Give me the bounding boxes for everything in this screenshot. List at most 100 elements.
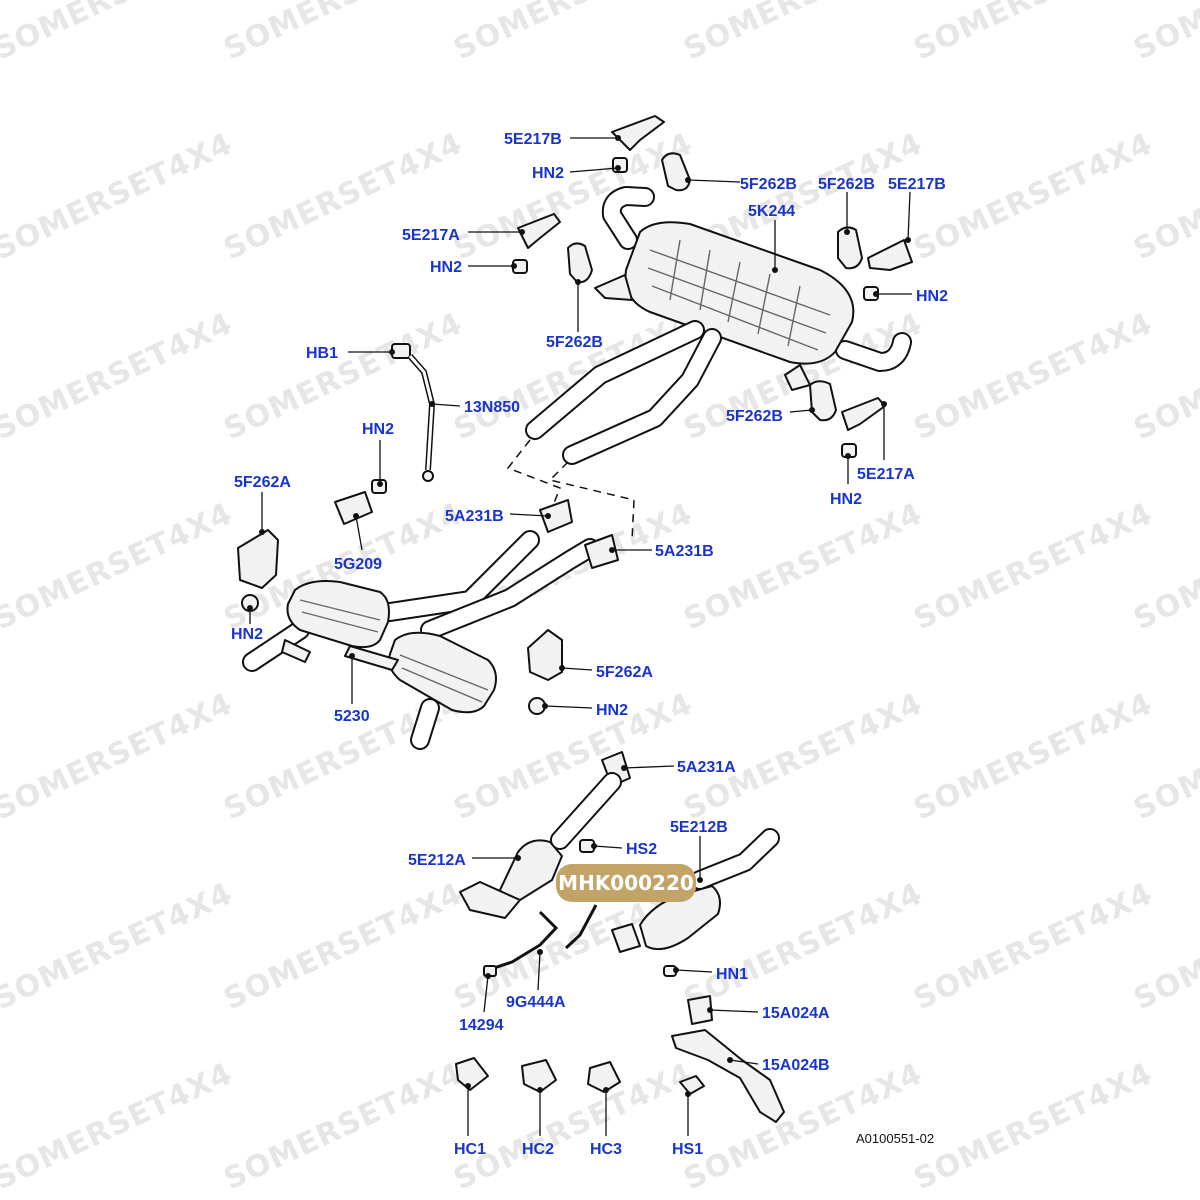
- clamp-5g209: [334, 491, 373, 525]
- rear-silencer-assembly: [525, 186, 912, 465]
- watermark-text: SOMERSET4X4: [679, 686, 929, 827]
- watermark-text: SOMERSET4X4: [0, 876, 238, 1017]
- watermark-text: SOMERSET4X4: [0, 0, 238, 67]
- label-hn2-left: HN2: [430, 259, 462, 276]
- isolator-5f262a-right: [527, 629, 563, 681]
- label-5230: 5230: [334, 708, 370, 725]
- catalyst-section: [459, 751, 780, 977]
- clip-hc2: [521, 1059, 557, 1093]
- leader-lines: [247, 135, 912, 1136]
- diagram-reference: A0100551-02: [856, 1131, 934, 1146]
- isolator-5f262a-left: [237, 529, 279, 589]
- watermark-text: SOMERSET4X4: [219, 126, 469, 267]
- watermark-text: SOMERSET4X4: [909, 876, 1159, 1017]
- label-5e212a: 5E212A: [408, 852, 466, 869]
- label-hc1: HC1: [454, 1141, 486, 1158]
- isolator-5f262b-right: [837, 226, 863, 270]
- bracket-and-clips: [455, 995, 785, 1123]
- label-15a024b: 15A024B: [762, 1057, 830, 1074]
- label-5e217a-right: 5E217A: [857, 466, 915, 483]
- hanger-bracket-5e217a-left: [517, 213, 561, 249]
- bracket-15a024b: [671, 1029, 785, 1123]
- catalyst-a-flange: [459, 881, 521, 919]
- watermark-text: SOMERSET4X4: [909, 1056, 1159, 1197]
- watermark-text: SOMERSET4X4: [0, 126, 238, 267]
- top-hangers: [512, 115, 913, 458]
- watermark-text: SOMERSET4X4: [0, 496, 238, 637]
- centre-silencer-link: [344, 645, 399, 671]
- label-5f262a-left: 5F262A: [234, 474, 291, 491]
- part-number-badge: MHK000220: [556, 864, 696, 902]
- label-hc3: HC3: [590, 1141, 622, 1158]
- label-5e212b: 5E212B: [670, 819, 728, 836]
- left-mounts: [237, 491, 619, 715]
- label-15a024a: 15A024A: [762, 1005, 830, 1022]
- rear-silencer-body: [624, 221, 855, 365]
- callout-labels: 5E217B HN2 5F262B 5K244 5F262B 5E217B 5E…: [231, 131, 948, 1158]
- label-5f262b-top: 5F262B: [740, 176, 797, 193]
- label-hs2: HS2: [626, 841, 657, 858]
- watermark-text: SOMERSET4X4: [219, 1056, 469, 1197]
- label-5f262a-right: 5F262A: [596, 664, 653, 681]
- clip-hc3: [587, 1061, 621, 1093]
- catalyst-5e212b: [639, 885, 721, 951]
- label-5e217b-top: 5E217B: [504, 131, 562, 148]
- label-5k244: 5K244: [748, 203, 795, 220]
- catalyst-5e212a: [499, 839, 563, 902]
- watermark-text: SOMERSET4X4: [909, 686, 1159, 827]
- isolator-5f262b-mid: [567, 242, 593, 284]
- label-hn2-low: HN2: [830, 491, 862, 508]
- hanger-bracket-5e217a-right: [841, 397, 886, 431]
- label-5a231b-a: 5A231B: [445, 508, 504, 525]
- strap-13n850-end: [422, 470, 434, 482]
- clamp-5a231b-b: [584, 534, 619, 569]
- label-9g444a: 9G444A: [506, 994, 566, 1011]
- label-hn2-mid: HN2: [362, 421, 394, 438]
- label-hb1: HB1: [306, 345, 338, 362]
- watermark-text: SOMERSET4X4: [679, 0, 929, 67]
- label-hn1: HN1: [716, 966, 748, 983]
- hanger-bracket-5e217b-top: [611, 115, 665, 151]
- label-5a231b-b: 5A231B: [655, 543, 714, 560]
- isolator-5f262b-low: [809, 380, 837, 422]
- badge-background: [556, 864, 696, 902]
- clip-hc1: [455, 1057, 489, 1091]
- hanger-bracket-5e217b-right: [867, 239, 913, 271]
- watermark-text: SOMERSET4X4: [1129, 0, 1200, 67]
- label-13n850: 13N850: [464, 399, 520, 416]
- label-hs1: HS1: [672, 1141, 703, 1158]
- centre-silencer-assembly: [242, 530, 600, 750]
- silencer-bracket-left: [594, 274, 633, 301]
- centre-silencer-hanger: [281, 639, 311, 663]
- watermark-text: SOMERSET4X4: [449, 0, 699, 67]
- label-5f262b-low: 5F262B: [726, 408, 783, 425]
- watermark-text: SOMERSET4X4: [679, 496, 929, 637]
- label-hc2: HC2: [522, 1141, 554, 1158]
- label-hn2-right: HN2: [916, 288, 948, 305]
- watermark-text: SOMERSET4X4: [219, 876, 469, 1017]
- connection-dashes: [506, 439, 635, 541]
- watermark-text: SOMERSET4X4: [909, 306, 1159, 447]
- badge-text: MHK000220: [558, 871, 694, 895]
- label-5g209: 5G209: [334, 556, 382, 573]
- label-5e217b-right: 5E217B: [888, 176, 946, 193]
- watermark-text: SOMERSET4X4: [909, 496, 1159, 637]
- watermark-text: SOMERSET4X4: [909, 0, 1159, 67]
- watermark-text: SOMERSET4X4: [0, 1056, 238, 1197]
- catalyst-b-flange: [611, 923, 641, 953]
- label-14294: 14294: [459, 1017, 504, 1034]
- watermark-text: SOMERSET4X4: [0, 686, 238, 827]
- clamp-5a231b-a: [539, 499, 573, 533]
- watermark-text: SOMERSET4X4: [0, 306, 238, 447]
- label-hn2-far-left: HN2: [231, 626, 263, 643]
- label-5f262b-mid: 5F262B: [546, 334, 603, 351]
- watermark-text: SOMERSET4X4: [909, 126, 1159, 267]
- watermark-text: SOMERSET4X4: [679, 1056, 929, 1197]
- label-hn2-bottom-right: HN2: [596, 702, 628, 719]
- bolt-hs1: [679, 1075, 705, 1095]
- centre-silencer-front-box: [286, 580, 390, 649]
- isolator-15a024a: [687, 995, 713, 1025]
- label-hn2-top: HN2: [532, 165, 564, 182]
